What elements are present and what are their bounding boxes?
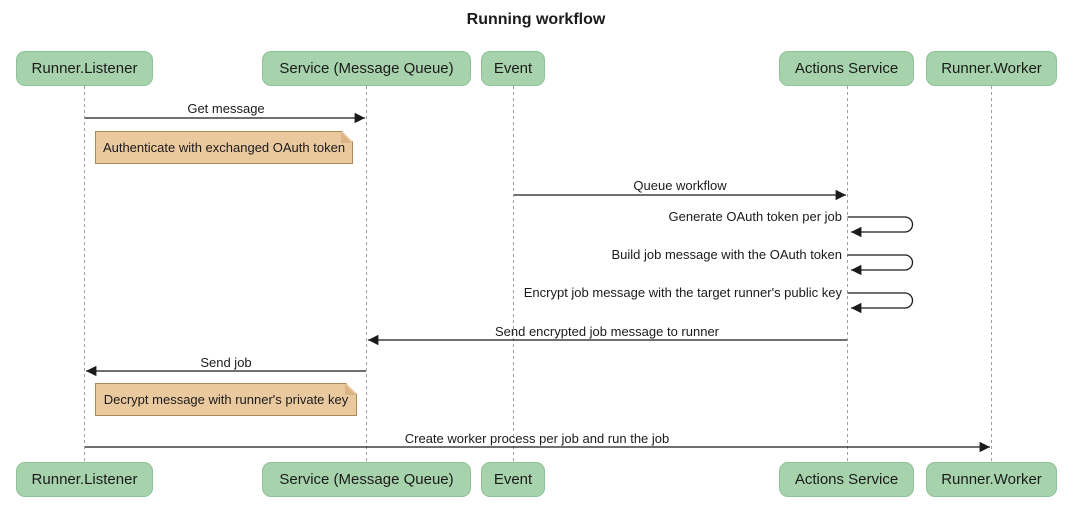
- actor-runner-worker-top: Runner.Worker: [926, 51, 1057, 86]
- actor-label: Actions Service: [794, 60, 899, 77]
- actor-label: Event: [493, 471, 533, 488]
- message-label-create-worker-process: Create worker process per job and run th…: [404, 431, 670, 446]
- actor-actions-service-top: Actions Service: [779, 51, 914, 86]
- message-label-get-message: Get message: [187, 101, 265, 116]
- note-fold-icon: [341, 132, 352, 143]
- actor-runner-listener-top: Runner.Listener: [16, 51, 153, 86]
- actor-runner-worker-bottom: Runner.Worker: [926, 462, 1057, 497]
- message-label-build-job-message: Build job message with the OAuth token: [611, 247, 842, 262]
- note-fold-icon: [345, 384, 356, 395]
- actor-runner-listener-bottom: Runner.Listener: [16, 462, 153, 497]
- actor-service-message-queue-top: Service (Message Queue): [262, 51, 471, 86]
- arrow-self-build-job-message: [847, 254, 914, 276]
- message-label-generate-oauth-token: Generate OAuth token per job: [668, 209, 842, 224]
- message-label-queue-workflow: Queue workflow: [633, 178, 727, 193]
- message-arrows: [85, 112, 990, 453]
- actor-label: Actions Service: [794, 471, 899, 488]
- arrow-self-encrypt-job-message: [847, 292, 914, 314]
- message-label-encrypt-job-message: Encrypt job message with the target runn…: [523, 285, 842, 300]
- actor-event-top: Event: [481, 51, 545, 86]
- note-authenticate-oauth: Authenticate with exchanged OAuth token: [95, 131, 353, 164]
- actor-label: Event: [493, 60, 533, 77]
- note-text: Decrypt message with runner's private ke…: [103, 392, 349, 407]
- actor-event-bottom: Event: [481, 462, 545, 497]
- actor-label: Runner.Worker: [941, 471, 1042, 488]
- actor-actions-service-bottom: Actions Service: [779, 462, 914, 497]
- actor-label: Runner.Listener: [31, 471, 138, 488]
- actor-service-message-queue-bottom: Service (Message Queue): [262, 462, 471, 497]
- note-text: Authenticate with exchanged OAuth token: [102, 140, 346, 155]
- actor-label: Service (Message Queue): [279, 471, 454, 488]
- actor-label: Runner.Worker: [941, 60, 1042, 77]
- actor-label: Service (Message Queue): [279, 60, 454, 77]
- actor-label: Runner.Listener: [31, 60, 138, 77]
- note-decrypt-private-key: Decrypt message with runner's private ke…: [95, 383, 357, 416]
- message-label-send-job: Send job: [200, 355, 252, 370]
- message-label-send-encrypted-job-message: Send encrypted job message to runner: [494, 324, 720, 339]
- diagram-title: Running workflow: [466, 11, 606, 28]
- arrow-self-generate-oauth-token: [847, 216, 914, 238]
- lifelines: [84, 86, 992, 462]
